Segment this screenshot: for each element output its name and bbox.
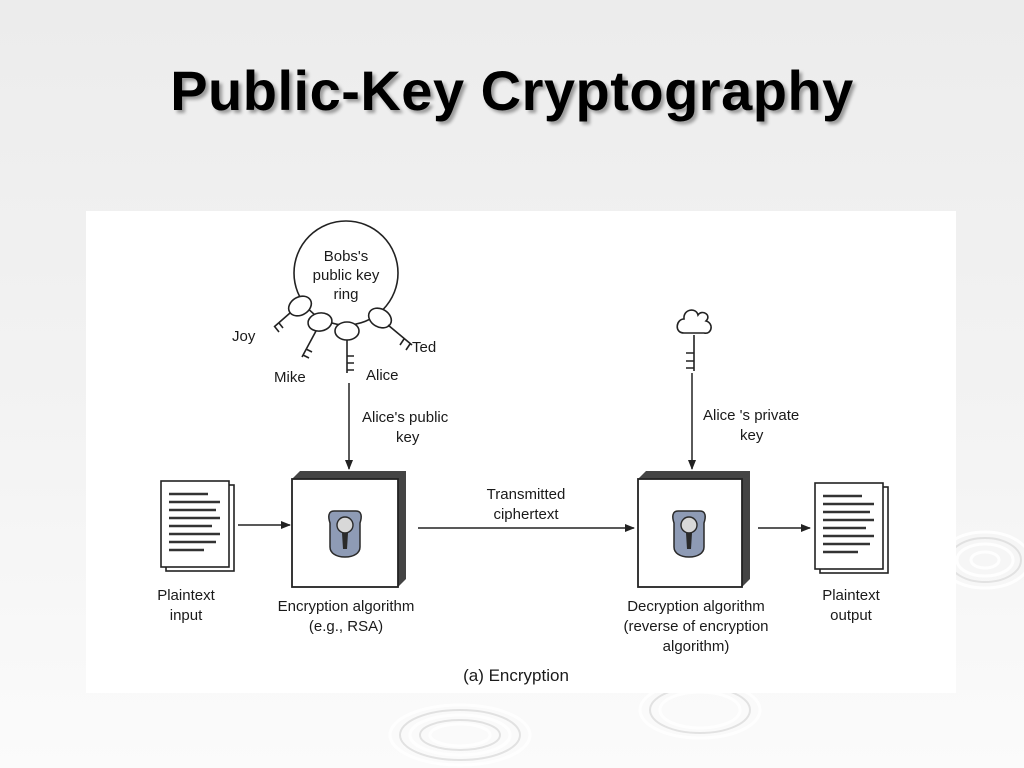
public-key-label-line2: key xyxy=(396,429,420,446)
decryption-label-line2: (reverse of encryption xyxy=(623,618,768,635)
plaintext-input-label-line1: Plaintext xyxy=(157,587,215,604)
alice-key-icon xyxy=(334,321,360,373)
key-ring-label-line1: Bobs's xyxy=(324,248,369,265)
private-key-label-line1: Alice 's private xyxy=(703,407,799,424)
key-ring-label-line3: ring xyxy=(333,286,358,303)
diagram-caption: (a) Encryption xyxy=(463,666,569,685)
ciphertext-label-line1: Transmitted xyxy=(487,486,566,503)
lock-icon xyxy=(672,510,706,558)
plaintext-input-label-line2: input xyxy=(170,607,203,624)
ciphertext-label-line2: ciphertext xyxy=(493,506,559,523)
mike-key-icon xyxy=(301,312,333,359)
public-key-ring: Bobs's public key ring xyxy=(293,220,399,326)
ted-key-icon xyxy=(367,307,413,351)
slide-title: Public-Key Cryptography xyxy=(170,59,854,122)
key-name-ted: Ted xyxy=(412,339,436,356)
public-key-label-line1: Alice's public xyxy=(362,409,449,426)
plaintext-output-document-icon xyxy=(814,482,889,574)
plaintext-output-label-line1: Plaintext xyxy=(822,587,880,604)
encryption-algorithm-box xyxy=(291,471,406,588)
joy-key-icon xyxy=(273,295,313,333)
plaintext-output-label-line2: output xyxy=(830,607,873,624)
encryption-label-line2: (e.g., RSA) xyxy=(309,618,383,635)
key-name-alice: Alice xyxy=(366,367,399,384)
private-key-icon xyxy=(676,309,712,371)
decryption-algorithm-box xyxy=(637,471,750,588)
key-name-joy: Joy xyxy=(232,328,256,345)
decryption-label-line1: Decryption algorithm xyxy=(627,598,765,615)
encryption-diagram: Bobs's public key ring xyxy=(157,220,889,685)
decryption-label-line3: algorithm) xyxy=(663,638,730,655)
private-key-label-line2: key xyxy=(740,427,764,444)
lock-icon xyxy=(328,510,362,558)
encryption-label-line1: Encryption algorithm xyxy=(278,598,415,615)
key-name-mike: Mike xyxy=(274,369,306,386)
diagram-panel: Bobs's public key ring xyxy=(86,211,956,693)
key-ring-label-line2: public key xyxy=(313,267,380,284)
plaintext-input-document-icon xyxy=(160,480,235,572)
